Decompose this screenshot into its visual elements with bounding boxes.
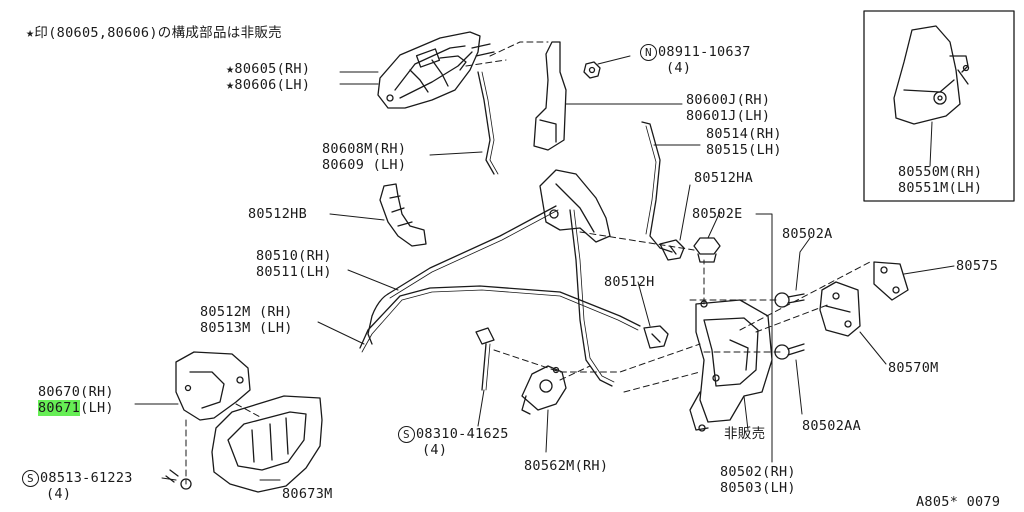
bolt-08310-drawing — [475, 327, 495, 391]
inset-frame — [863, 10, 1015, 202]
label-80502-rh: 80502(RH) — [720, 464, 796, 480]
label-80606-lh: ★80606(LH) — [226, 77, 311, 93]
label-80512m-rh: 80512M (RH) — [200, 304, 293, 320]
nut-08911-drawing — [583, 61, 601, 79]
rod-80510-drawing — [387, 205, 557, 295]
label-08513-qty: (4) — [46, 486, 72, 502]
label-80502a: 80502A — [782, 226, 833, 242]
label-80511-lh: 80511(LH) — [256, 264, 332, 280]
s-circle-icon: S — [22, 470, 39, 487]
label-08911-number: 08911-10637 — [658, 44, 751, 60]
shim-80575-drawing — [873, 261, 909, 301]
outside-handle-drawing — [377, 31, 495, 109]
label-08513-number: 08513-61223 — [40, 470, 133, 486]
label-80562m: 80562M(RH) — [524, 458, 609, 474]
label-08310-qty: (4) — [422, 442, 448, 458]
clip-80512ha-drawing — [659, 239, 685, 261]
footer-code: A805* 0079 — [916, 494, 1001, 510]
label-80671-lh: 80671(LH) — [38, 400, 114, 416]
label-80600j-rh: 80600J(RH) — [686, 92, 771, 108]
label-80671-side: (LH) — [80, 400, 114, 416]
striker-80570m-drawing — [819, 281, 861, 337]
label-80512h: 80512H — [604, 274, 655, 290]
door-lock-drawing — [689, 299, 773, 432]
label-80514-rh: 80514(RH) — [706, 126, 782, 142]
grommet-80502e-drawing — [693, 237, 721, 263]
label-80609-lh: 80609 (LH) — [322, 157, 407, 173]
label-80570m: 80570M — [888, 360, 939, 376]
inside-bracket-drawing — [539, 169, 611, 243]
label-80601j-lh: 80601J(LH) — [686, 108, 771, 124]
label-80673m: 80673M — [282, 486, 333, 502]
label-80670-rh: 80670(RH) — [38, 384, 114, 400]
highlighted-part-number: 80671 — [38, 400, 81, 416]
label-80502aa: 80502AA — [802, 418, 861, 434]
label-not-sold: 非販売 — [724, 426, 766, 442]
bracket-80600-drawing — [533, 41, 567, 151]
label-80605-rh: ★80605(RH) — [226, 61, 311, 77]
lock-80550m-drawing — [893, 25, 970, 125]
label-80575: 80575 — [956, 258, 999, 274]
rod-80514-drawing — [641, 121, 673, 253]
n-circle-icon: N — [640, 44, 657, 61]
leader-lines — [134, 55, 955, 481]
rod-80512m-drawing — [359, 285, 641, 349]
label-80515-lh: 80515(LH) — [706, 142, 782, 158]
label-80551m-lh: 80551M(LH) — [898, 180, 983, 196]
rod-80608-drawing — [477, 71, 495, 175]
label-08310-number: 08310-41625 — [416, 426, 509, 442]
label-80608m-rh: 80608M(RH) — [322, 141, 407, 157]
label-80503-lh: 80503(LH) — [720, 480, 796, 496]
clip-80512h-drawing — [643, 325, 669, 349]
s-circle-icon: S — [398, 426, 415, 443]
actuator-80562m-drawing — [521, 365, 567, 415]
label-80512ha: 80512HA — [694, 170, 753, 186]
label-80513m-lh: 80513M (LH) — [200, 320, 293, 336]
label-80510-rh: 80510(RH) — [256, 248, 332, 264]
escutcheon-80673m-drawing — [211, 395, 323, 493]
clip-80512hb-drawing — [379, 183, 427, 247]
label-80550m-rh: 80550M(RH) — [898, 164, 983, 180]
screw-80502a-drawing — [774, 292, 805, 308]
label-08911-qty: (4) — [666, 60, 692, 76]
inside-lever-80670-drawing — [175, 351, 251, 421]
header-note: ★印(80605,80606)の構成部品は非販売 — [26, 25, 282, 41]
label-80512hb: 80512HB — [248, 206, 307, 222]
assembly-dashed-lines — [185, 41, 871, 485]
label-80502e: 80502E — [692, 206, 743, 222]
